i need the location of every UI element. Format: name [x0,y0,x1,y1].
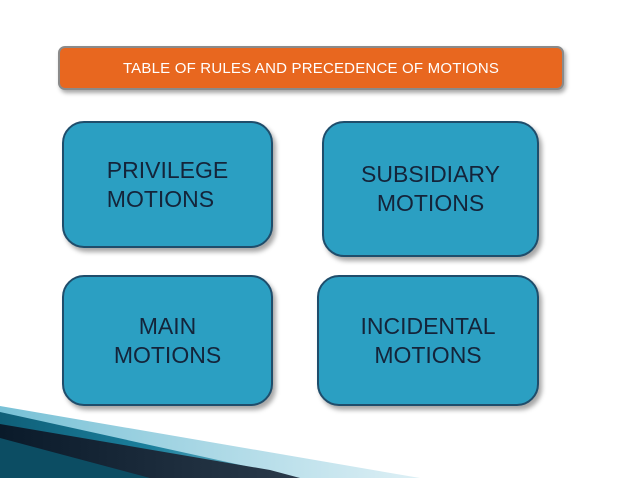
page-title: TABLE OF RULES AND PRECEDENCE OF MOTIONS [122,59,500,77]
decorative-corner-swoosh [0,406,420,478]
privilege-motions-box: PRIVILEGE MOTIONS [62,121,273,248]
subsidiary-motions-label: SUBSIDIARY MOTIONS [361,161,500,216]
privilege-motions-label: PRIVILEGE MOTIONS [106,156,229,212]
incidental-motions-label: INCIDENTAL MOTIONS [360,312,496,368]
main-motions-box: MAIN MOTIONS [62,275,273,406]
incidental-motions-box: INCIDENTAL MOTIONS [317,275,539,406]
main-motions-label: MAIN MOTIONS [113,312,222,368]
subsidiary-motions-box: SUBSIDIARY MOTIONS [322,121,539,257]
title-banner: TABLE OF RULES AND PRECEDENCE OF MOTIONS [58,46,564,90]
